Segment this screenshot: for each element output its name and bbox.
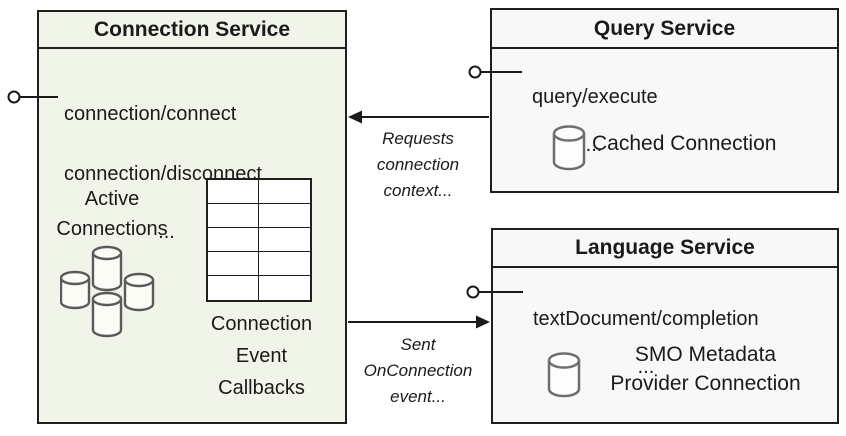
cached-connection-label: Cached Connection: [592, 132, 777, 155]
arrow-requests-connection-context: [348, 110, 489, 124]
arrow-sent-onconnection-event: [348, 315, 490, 329]
method-query-execute: query/execute: [532, 86, 658, 108]
database-icon: [547, 352, 581, 398]
method-connection-connect: connection/connect: [64, 103, 237, 125]
arrow-label-requests-connection-context: Requests connection context...: [376, 129, 460, 200]
method-textdocument-completion: textDocument/completion: [533, 308, 759, 330]
language-service-title: Language Service: [493, 230, 837, 268]
methods-ellipsis: ...: [585, 134, 603, 156]
query-service-title: Query Service: [492, 10, 837, 49]
database-icon: [552, 125, 586, 171]
connection-service-title: Connection Service: [39, 12, 345, 49]
connection-event-callbacks-label: Connection Event Callbacks: [210, 313, 313, 399]
methods-ellipsis: ...: [158, 221, 175, 243]
language-service-methods: textDocument/completion ...: [533, 283, 759, 403]
database-cluster-icon: [60, 245, 155, 338]
arrow-label-sent-onconnection-event: Sent OnConnection event...: [363, 335, 473, 406]
query-service-methods: query/execute ...: [532, 61, 658, 181]
language-service-box: Language Service textDocument/completion…: [491, 228, 839, 424]
connection-service-box: Connection Service connection/connect co…: [37, 10, 347, 424]
active-connections-label: Active Connections: [56, 188, 168, 240]
query-service-box: Query Service query/execute ... Cached C…: [490, 8, 839, 193]
smo-metadata-provider-connection-label: SMO Metadata Provider Connection: [610, 343, 801, 395]
callback-table-icon: [206, 178, 312, 302]
methods-ellipsis: ...: [637, 356, 655, 378]
